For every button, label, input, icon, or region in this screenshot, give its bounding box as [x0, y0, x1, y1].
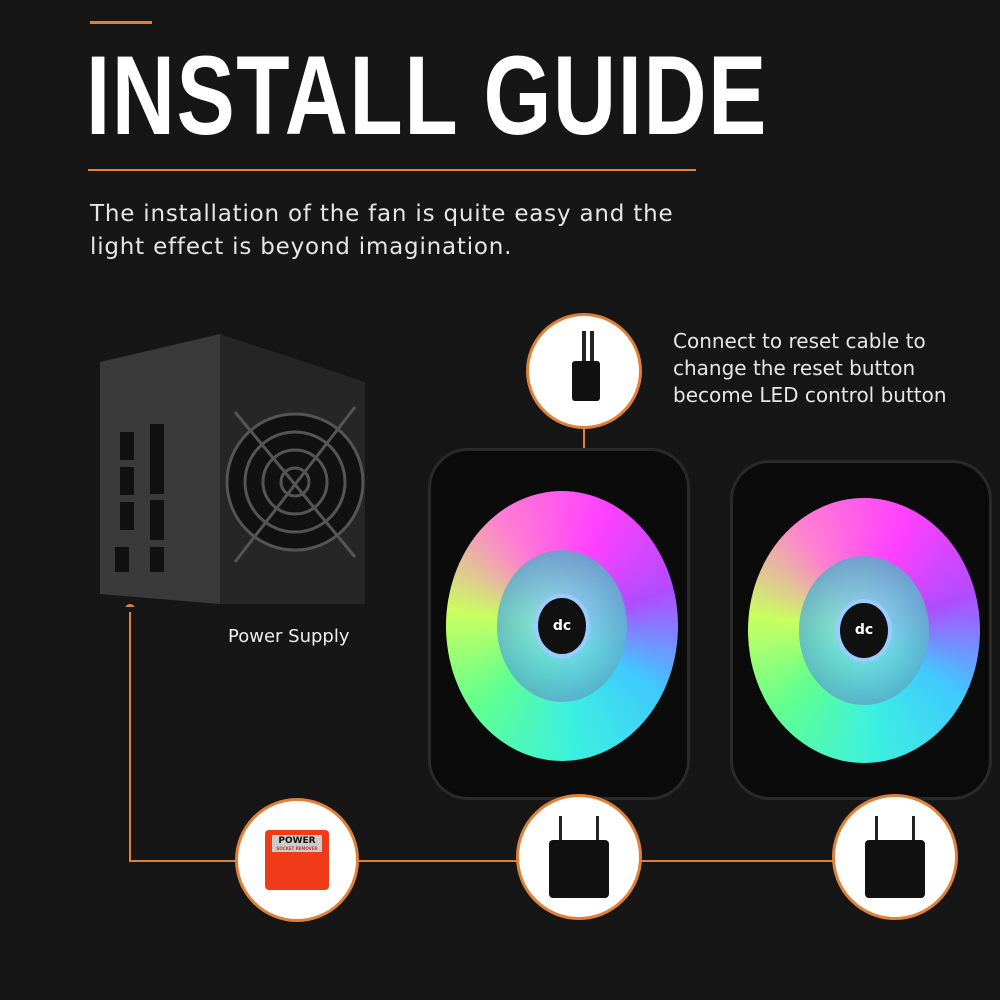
rgb-fan-1: dc — [428, 448, 690, 800]
molex-connector-icon — [865, 816, 925, 898]
subtitle: The installation of the fan is quite eas… — [90, 201, 674, 260]
molex-connector-icon — [549, 816, 609, 898]
power-supply-label: Power Supply — [228, 626, 350, 647]
molex-molex-line — [640, 860, 833, 862]
molex-connector-circle-2 — [832, 794, 958, 920]
molex-connector-circle-1 — [516, 794, 642, 920]
fan-logo: dc — [836, 598, 892, 663]
power-connector-image: POWER SOCKET REMOVER — [265, 830, 329, 890]
note-line: Connect to reset cable to — [673, 329, 926, 353]
title-underline — [88, 169, 696, 171]
rgb-fan-2: dc — [730, 460, 992, 800]
reset-cable-connector-circle — [526, 313, 642, 429]
power-connector-sublabel: SOCKET REMOVER — [276, 846, 318, 851]
reset-cable-note: Connect to reset cable to change the res… — [673, 328, 947, 409]
power-connector-circle: POWER SOCKET REMOVER — [235, 798, 359, 922]
psu-horizontal-line — [129, 860, 239, 862]
fan-2-light-ring: dc — [748, 498, 980, 763]
fan-logo: dc — [534, 593, 590, 659]
note-line: change the reset button — [673, 356, 916, 380]
power-connector-label: POWER — [278, 836, 316, 846]
fan-1-light-ring: dc — [446, 491, 678, 761]
reset-cable-connector-icon — [572, 331, 600, 401]
top-accent-line — [90, 21, 152, 24]
power-molex-line — [358, 860, 518, 862]
psu-connector-line — [129, 612, 131, 862]
power-supply-image — [100, 334, 365, 607]
page-title: INSTALL GUIDE — [86, 33, 768, 158]
note-line: become LED control button — [673, 383, 947, 407]
